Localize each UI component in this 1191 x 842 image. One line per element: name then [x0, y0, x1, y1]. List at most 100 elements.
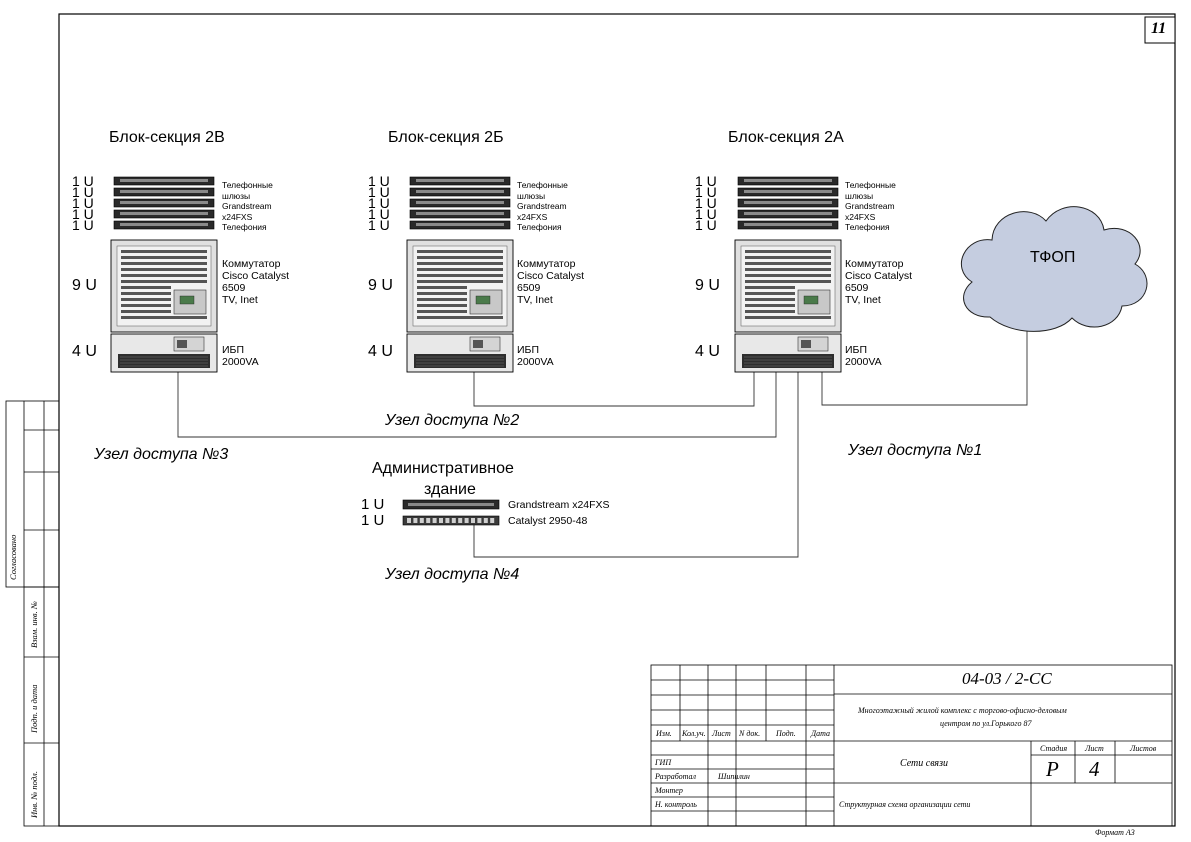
side-inv-orig-label: Инв. № подл. — [29, 771, 39, 818]
section-2v-switch-units: 9 U — [72, 277, 97, 294]
admin-catalyst-port-0 — [407, 518, 411, 523]
section-2a-switch-vent-4 — [745, 274, 831, 277]
section-2v-switch-vent-2 — [121, 262, 207, 265]
section-2a-gateway-slot-3 — [744, 212, 832, 215]
section-2v-gateway-slot-2 — [120, 201, 208, 204]
section-2a-switch-vent-11 — [745, 316, 831, 319]
section-2b-gateway-slot-0 — [416, 179, 504, 182]
col-stage: Стадия — [1040, 744, 1068, 753]
section-2b-unit-2: 1 U — [368, 195, 390, 211]
header-podp: Подп. — [776, 729, 796, 738]
section-2v-ups-display — [177, 340, 187, 348]
node-3-label: Узел доступа №3 — [94, 446, 229, 463]
section-2v-rack: 1 U1 U1 U1 U1 U — [72, 173, 218, 373]
section-2b-switch-label: Коммутатор Cisco Catalyst 6509 TV, Inet — [517, 258, 585, 306]
section-2v-switch-vent-3 — [121, 268, 207, 271]
section-2v-gateway-slot-4 — [120, 223, 208, 226]
section-2a-switch-vent-8 — [745, 298, 795, 301]
admin-catalyst-port-4 — [432, 518, 437, 523]
section-2b-switch-vent-8 — [417, 298, 467, 301]
section-2b-gateway-slot-3 — [416, 212, 504, 215]
section-2v-switch-vent-6 — [121, 286, 171, 289]
section-2v-unit-2: 1 U — [72, 195, 94, 211]
section-2v-gateway-slot-0 — [120, 179, 208, 182]
side-agreed-label: Согласовано — [8, 534, 18, 580]
section-2a-switch-units: 9 U — [695, 277, 720, 294]
section-2b-gateway-slot-2 — [416, 201, 504, 204]
line-node4 — [473, 372, 799, 558]
section-2a-ups-label: ИБП 2000VA — [845, 344, 882, 368]
section-2b-switch-vent-9 — [417, 304, 467, 307]
sheet-value: 4 — [1089, 757, 1100, 781]
line-node2 — [473, 372, 755, 407]
section-2a-title: Блок-секция 2А — [728, 129, 844, 146]
section-2b-switch-vent-11 — [417, 316, 503, 319]
section-2v-switch-vent-1 — [121, 256, 207, 259]
section-2a-gateway-slot-4 — [744, 223, 832, 226]
section-2b-unit-1: 1 U — [368, 184, 390, 200]
section-2a-gateway-slot-2 — [744, 201, 832, 204]
header-kol: Кол.уч. — [682, 729, 706, 738]
section-2a-ups-grille — [742, 354, 834, 368]
section-2a-switch-vent-0 — [745, 250, 831, 253]
section-2b-switch-vent-3 — [417, 268, 503, 271]
admin-catalyst-port-13 — [490, 518, 495, 523]
role-gip: ГИП — [655, 758, 672, 767]
col-sheet: Лист — [1085, 744, 1104, 753]
section-2b-unit-4: 1 U — [368, 217, 390, 233]
equipment-group: 1 U1 U1 U1 U1 U1 U1 U1 U1 U1 U1 U1 U1 U1… — [72, 173, 842, 526]
connection-lines — [177, 328, 1028, 558]
admin-catalyst-port-11 — [477, 518, 482, 523]
section-2a-switch-vent-1 — [745, 256, 831, 259]
section-2a-unit-0: 1 U — [695, 173, 717, 189]
side-stamp — [5, 400, 60, 827]
section-2b-switch-units: 9 U — [368, 277, 393, 294]
section-2b-switch-vent-0 — [417, 250, 503, 253]
sheet-number: 11 — [1151, 20, 1167, 37]
section-2a-gateway-slot-0 — [744, 179, 832, 182]
section-2b-gateway-slot-1 — [416, 190, 504, 193]
admin-catalyst-port-6 — [445, 518, 450, 523]
section-2a-unit-4: 1 U — [695, 217, 717, 233]
section-2v-switch-display — [179, 295, 195, 305]
project-line1: Многоэтажный жилой комплекс с торгово-оф… — [858, 706, 1067, 715]
admin-title-line2: здание — [424, 481, 476, 498]
header-ndoc: N док. — [739, 729, 761, 738]
admin-catalyst-port-9 — [464, 518, 469, 523]
section-2b-unit-0: 1 U — [368, 173, 390, 189]
section-2a-switch-vent-7 — [745, 292, 795, 295]
sheet-title: Сети связи — [900, 758, 948, 769]
doc-code: 04-03 / 2-СС — [962, 669, 1052, 688]
section-2b-unit-3: 1 U — [368, 206, 390, 222]
section-2v-switch-vent-5 — [121, 280, 207, 283]
title-block — [650, 664, 1173, 827]
section-2v-unit-0: 1 U — [72, 173, 94, 189]
section-2b-ups-display — [473, 340, 483, 348]
stage-value: Р — [1046, 757, 1059, 781]
col-sheets: Листов — [1130, 744, 1157, 753]
admin-grandstream-slot — [408, 503, 494, 506]
section-2b-gateway-label: Телефонные шлюзы Grandstream x24FXS Теле… — [517, 180, 568, 232]
section-2b-switch-vent-4 — [417, 274, 503, 277]
admin-catalyst-port-8 — [458, 518, 463, 523]
section-2v-switch-vent-7 — [121, 292, 171, 295]
section-2v-switch-vent-4 — [121, 274, 207, 277]
role-monter: Монтер — [655, 786, 683, 795]
section-2a-unit-2: 1 U — [695, 195, 717, 211]
section-2b-switch-display — [475, 295, 491, 305]
admin-row2-label: Catalyst 2950-48 — [508, 515, 588, 527]
section-2b-switch-vent-10 — [417, 310, 467, 313]
section-2v-ups-grille — [118, 354, 210, 368]
node-4-label: Узел доступа №4 — [385, 566, 520, 583]
admin-catalyst-port-5 — [439, 518, 443, 523]
node-2-label: Узел доступа №2 — [385, 412, 520, 429]
section-2a-switch-vent-6 — [745, 286, 795, 289]
section-2v-unit-3: 1 U — [72, 206, 94, 222]
admin-row1-units: 1 U — [361, 496, 385, 513]
pstn-label: ТФОП — [1030, 249, 1076, 266]
role-control: Н. контроль — [655, 800, 697, 809]
node-1-label: Узел доступа №1 — [848, 442, 983, 459]
section-2a-switch-vent-9 — [745, 304, 795, 307]
sheet-number-box — [1144, 16, 1176, 44]
project-line2: центром по ул.Горького 87 — [940, 719, 1032, 728]
